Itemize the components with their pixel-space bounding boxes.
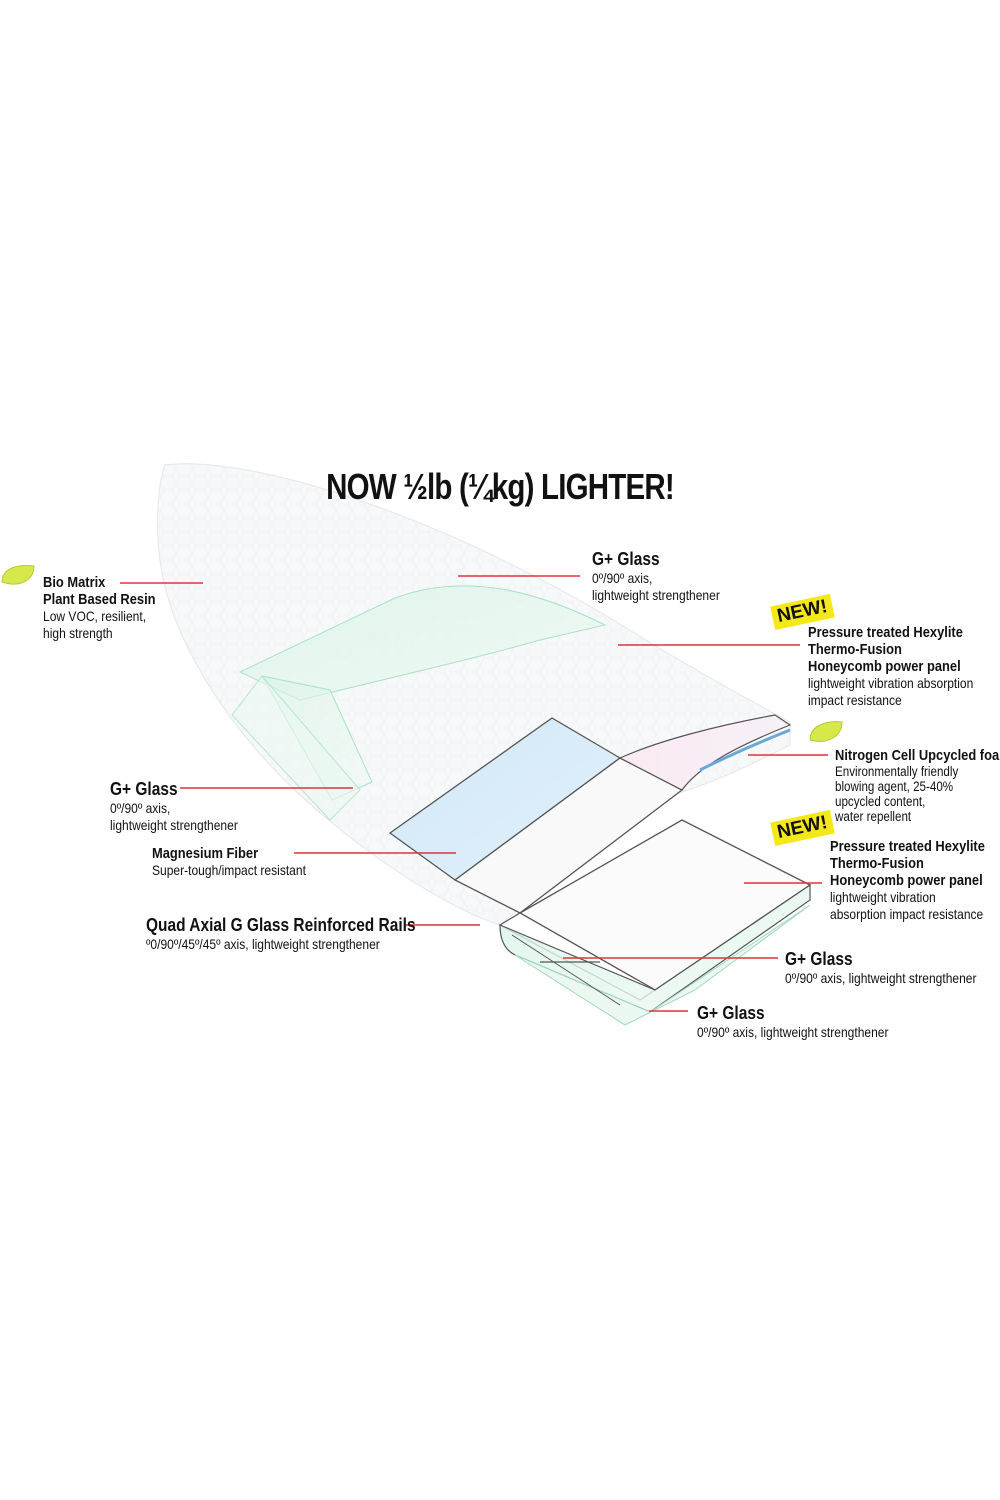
label-bio-matrix: Bio Matrix Plant Based Resin Low VOC, re…: [43, 574, 156, 641]
label-hexylite-bottom: Pressure treated Hexylite Thermo-Fusion …: [830, 838, 985, 922]
page-title: NOW ½lb (¼kg) LIGHTER!: [326, 466, 674, 507]
label-g-glass-bottom-2: G+ Glass 0º/90º axis, lightweight streng…: [697, 1003, 889, 1040]
label-nitrogen-foam: Nitrogen Cell Upcycled foam Environmenta…: [835, 747, 1000, 824]
label-magnesium-fiber: Magnesium Fiber Super-tough/impact resis…: [152, 845, 306, 878]
label-g-glass-left: G+ Glass 0º/90º axis, lightweight streng…: [110, 779, 238, 833]
label-g-glass-top: G+ Glass 0º/90º axis, lightweight streng…: [592, 549, 720, 603]
leaf-icon: [1, 565, 35, 585]
label-quad-axial-rails: Quad Axial G Glass Reinforced Rails º0/9…: [146, 915, 416, 952]
label-g-glass-bottom-1: G+ Glass 0º/90º axis, lightweight streng…: [785, 949, 977, 986]
leaf-icon: [809, 721, 843, 742]
g-glass-top-layer: [238, 585, 607, 701]
g-glass-bottom-layer-1: [499, 883, 811, 1013]
label-hexylite-top: Pressure treated Hexylite Thermo-Fusion …: [808, 624, 974, 708]
